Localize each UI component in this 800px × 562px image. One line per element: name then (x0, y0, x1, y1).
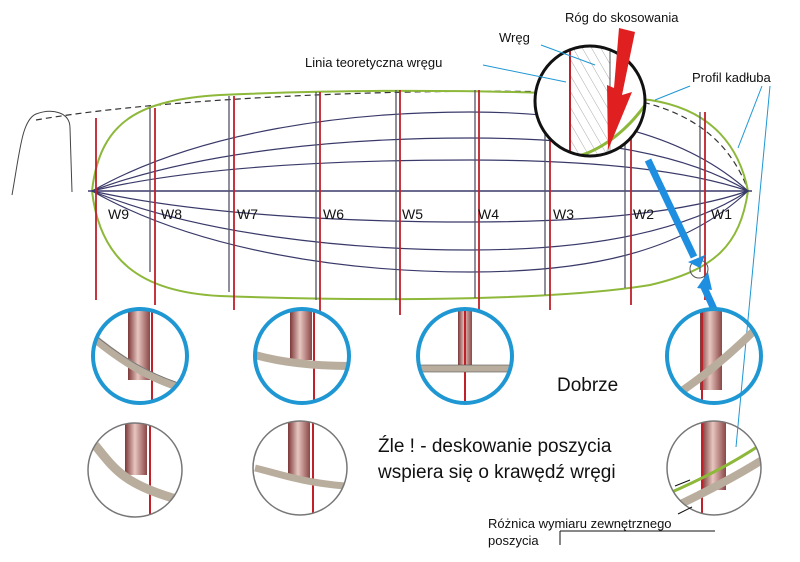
label-rog: Róg do skosowania (565, 10, 679, 25)
bad-detail-1 (87, 422, 183, 518)
frame-label: W3 (553, 206, 574, 222)
frame-label: W1 (711, 206, 732, 222)
frame-lines-gray (149, 90, 701, 300)
callout-lines (482, 44, 771, 448)
blue-arrow-icon (644, 158, 722, 320)
waterlines (91, 111, 749, 273)
label-zle-line1: Źle ! - deskowanie poszycia (378, 436, 612, 457)
label-linia: Linia teoretyczna wręgu (305, 55, 442, 70)
good-detail-4 (665, 307, 763, 405)
frame-label: W5 (402, 206, 423, 222)
frame-label: W2 (633, 206, 654, 222)
frame-lines-red (95, 90, 706, 315)
label-roznica-line1: Różnica wymiaru zewnętrznego (488, 516, 672, 531)
frame-label: W6 (323, 206, 344, 222)
good-detail-3 (416, 307, 514, 405)
label-wreg: Wręg (499, 30, 530, 45)
frame-labels: W9 W8 W7 W6 W5 W4 W3 W2 W1 (108, 206, 732, 222)
label-dobrze: Dobrze (557, 375, 618, 396)
big-detail-circle (533, 28, 647, 158)
label-profil: Profil kadłuba (692, 70, 772, 85)
frame-label: W8 (161, 206, 182, 222)
hull-outline (90, 89, 750, 301)
frame-label: W7 (237, 206, 258, 222)
frame-label: W4 (478, 206, 499, 222)
good-detail-2 (253, 307, 351, 405)
red-arrow-icon (607, 28, 635, 150)
bad-detail-2 (252, 420, 348, 516)
difference-indicator (559, 479, 715, 545)
frame-label: W9 (108, 206, 129, 222)
label-zle-line2: wspiera się o krawędź wręgi (377, 462, 616, 483)
label-roznica-line2: poszycia (488, 533, 539, 548)
good-detail-1 (91, 307, 189, 405)
stern-outline (11, 110, 73, 196)
bad-detail-3 (666, 420, 762, 516)
